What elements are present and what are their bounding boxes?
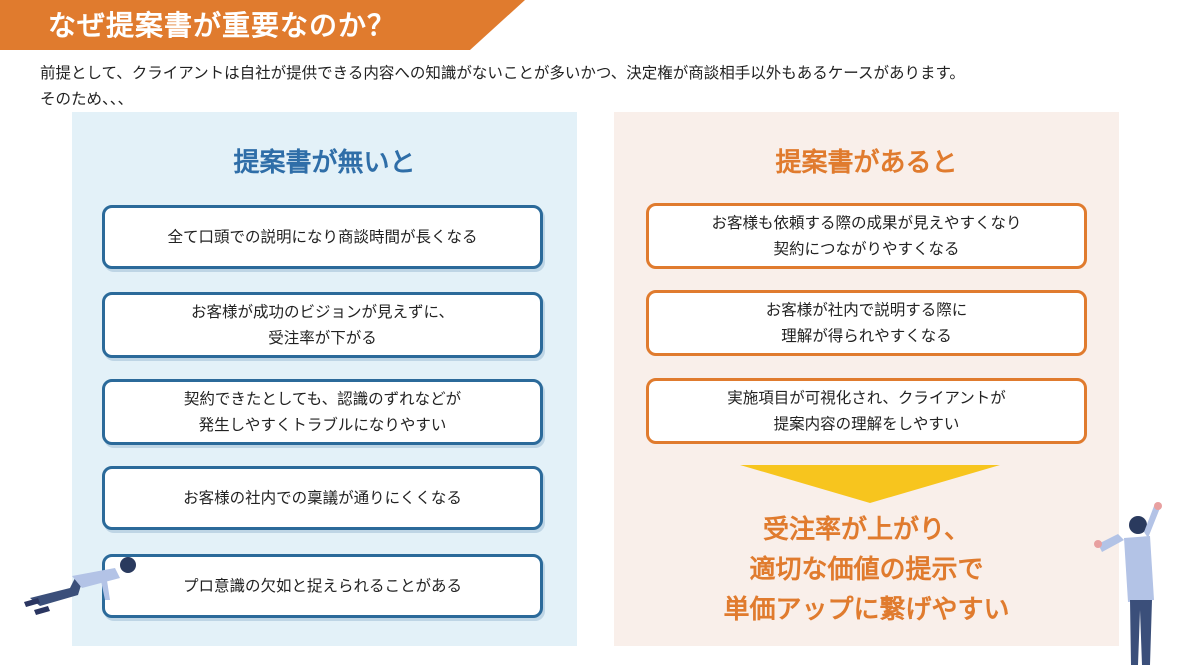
result-line: 適切な価値の提示で bbox=[749, 555, 984, 585]
intro-line-1: 前提として、クライアントは自社が提供できる内容への知識がないことが多いかつ、決定… bbox=[40, 64, 965, 82]
page-title: なぜ提案書が重要なのか？ bbox=[48, 9, 397, 42]
item-text: 実施項目が可視化され、クライアントが bbox=[727, 389, 1006, 407]
result-line: 受注率が上がり、 bbox=[763, 515, 970, 545]
panel-title: 提案書があると bbox=[775, 148, 958, 178]
item-text: 理解が得られやすくなる bbox=[781, 327, 952, 345]
without-proposal-panel: 提案書が無いと 全て口頭での説明になり商談時間が長くなる お客様が成功のビジョン… bbox=[72, 112, 577, 646]
title-banner bbox=[0, 0, 525, 50]
item-text: お客様が社内で説明する際に bbox=[765, 301, 968, 319]
panel-title: 提案書が無いと bbox=[233, 148, 416, 178]
item-text: プロ意識の欠如と捉えられることがある bbox=[182, 577, 462, 595]
risk-item: プロ意識の欠如と捉えられることがある bbox=[102, 554, 543, 618]
item-text: 全て口頭での説明になり商談時間が長くなる bbox=[167, 228, 478, 246]
risk-item: お客様が成功のビジョンが見えずに、受注率が下がる bbox=[102, 292, 543, 358]
item-text: 発生しやすくトラブルになりやすい bbox=[198, 416, 447, 434]
item-text: お客様も依頼する際の成果が見えやすくなり bbox=[711, 214, 1022, 232]
intro-text: 前提として、クライアントは自社が提供できる内容への知識がないことが多いかつ、決定… bbox=[40, 60, 965, 112]
risk-item: お客様の社内での稟議が通りにくくなる bbox=[102, 466, 543, 530]
celebrating-person-illustration bbox=[1094, 502, 1162, 665]
item-text: お客様が成功のビジョンが見えずに、 bbox=[190, 303, 455, 321]
discouraged-person-illustration bbox=[24, 557, 136, 615]
result-text: 受注率が上がり、 適切な価値の提示で 単価アップに繋げやすい bbox=[614, 510, 1119, 630]
result-line: 単価アップに繋げやすい bbox=[723, 595, 1010, 625]
item-text: お客様の社内での稟議が通りにくくなる bbox=[183, 489, 462, 507]
with-proposal-panel: 提案書があると お客様も依頼する際の成果が見えやすくなり契約につながりやすくなる… bbox=[614, 112, 1119, 646]
item-text: 受注率が下がる bbox=[268, 329, 377, 347]
intro-line-2: そのため、、、 bbox=[40, 90, 134, 108]
item-text: 契約できたとしても、認識のずれなどが bbox=[183, 390, 462, 408]
risk-item: 全て口頭での説明になり商談時間が長くなる bbox=[102, 205, 543, 269]
benefit-item: 実施項目が可視化され、クライアントが提案内容の理解をしやすい bbox=[646, 378, 1087, 444]
item-text: 提案内容の理解をしやすい bbox=[773, 415, 960, 433]
risk-item: 契約できたとしても、認識のずれなどが発生しやすくトラブルになりやすい bbox=[102, 379, 543, 445]
item-text: 契約につながりやすくなる bbox=[773, 240, 960, 258]
benefit-item: お客様が社内で説明する際に理解が得られやすくなる bbox=[646, 290, 1087, 356]
benefit-item: お客様も依頼する際の成果が見えやすくなり契約につながりやすくなる bbox=[646, 203, 1087, 269]
